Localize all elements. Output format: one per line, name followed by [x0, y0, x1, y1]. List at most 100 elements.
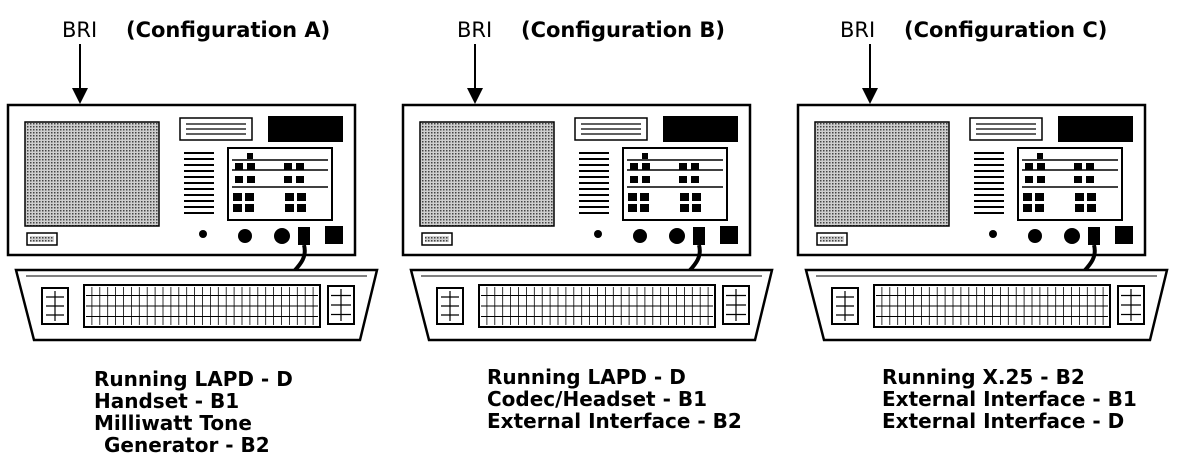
- led: [1035, 193, 1044, 201]
- led: [284, 163, 292, 170]
- black-panel: [268, 116, 343, 142]
- bri-label: BRI: [457, 18, 493, 42]
- config-b: BRI (Configuration B) Running LAPD - D C…: [395, 0, 788, 456]
- led: [1086, 176, 1094, 183]
- led: [692, 193, 701, 201]
- led: [642, 176, 650, 183]
- led: [640, 193, 649, 201]
- channel-list: Running LAPD - D Codec/Headset - B1 Exte…: [395, 366, 788, 432]
- led: [285, 193, 294, 201]
- bri-arrowhead: [862, 88, 878, 104]
- channel-line: External Interface - D: [882, 409, 1125, 433]
- counter-digits: [30, 236, 54, 242]
- led: [296, 176, 304, 183]
- led: [297, 204, 306, 212]
- channel-list: Running X.25 - B2 External Interface - B…: [790, 366, 1181, 432]
- led: [630, 163, 638, 170]
- led: [285, 204, 294, 212]
- led: [1075, 193, 1084, 201]
- power-block: [720, 226, 738, 244]
- knob: [1064, 228, 1080, 244]
- led: [630, 176, 638, 183]
- channel-line: Running LAPD - D: [487, 365, 686, 389]
- led: [642, 153, 648, 159]
- bri-label: BRI: [62, 18, 98, 42]
- terminal-illustration: [796, 44, 1169, 342]
- led: [679, 163, 687, 170]
- led: [692, 204, 701, 212]
- led: [642, 163, 650, 170]
- led: [235, 176, 243, 183]
- small-knob: [199, 230, 207, 238]
- led: [628, 193, 637, 201]
- knob: [669, 228, 685, 244]
- led: [1037, 176, 1045, 183]
- bri-arrowhead: [72, 88, 88, 104]
- led: [284, 176, 292, 183]
- channel-line: Running X.25 - B2: [882, 365, 1085, 389]
- led: [1086, 163, 1094, 170]
- power-block: [1115, 226, 1133, 244]
- led: [1023, 204, 1032, 212]
- channel-line: Codec/Headset - B1: [487, 387, 708, 411]
- led: [1025, 163, 1033, 170]
- crt-screen: [24, 121, 160, 227]
- led: [297, 193, 306, 201]
- led: [1025, 176, 1033, 183]
- led: [680, 193, 689, 201]
- channel-line: External Interface - B1: [882, 387, 1137, 411]
- led: [233, 204, 242, 212]
- config-c: BRI (Configuration C) Running X.25 - B2 …: [790, 0, 1181, 456]
- led: [1087, 193, 1096, 201]
- channel-list: Running LAPD - D Handset - B1 Milliwatt …: [0, 368, 393, 456]
- black-panel: [663, 116, 738, 142]
- led: [1023, 193, 1032, 201]
- status-panel: [1017, 147, 1123, 221]
- knob: [633, 229, 647, 243]
- channel-line: Running LAPD - D: [94, 367, 293, 391]
- connector: [298, 227, 310, 245]
- led: [245, 204, 254, 212]
- led: [1075, 204, 1084, 212]
- led: [1037, 153, 1043, 159]
- power-block: [325, 226, 343, 244]
- led: [691, 163, 699, 170]
- terminal-illustration: [6, 44, 379, 342]
- led: [1087, 204, 1096, 212]
- config-title: (Configuration C): [904, 18, 1108, 42]
- led: [247, 163, 255, 170]
- counter-digits: [820, 236, 844, 242]
- small-knob: [989, 230, 997, 238]
- led: [245, 193, 254, 201]
- led: [235, 163, 243, 170]
- crt-screen: [419, 121, 555, 227]
- led: [1035, 204, 1044, 212]
- connector: [693, 227, 705, 245]
- led: [628, 204, 637, 212]
- channel-line: Milliwatt Tone: [94, 411, 252, 435]
- led: [640, 204, 649, 212]
- knob: [238, 229, 252, 243]
- status-panel: [227, 147, 333, 221]
- knob: [274, 228, 290, 244]
- terminal-illustration: [401, 44, 774, 342]
- led: [296, 163, 304, 170]
- led: [680, 204, 689, 212]
- channel-line: Generator - B2: [104, 433, 270, 456]
- black-panel: [1058, 116, 1133, 142]
- led: [247, 153, 253, 159]
- bri-label: BRI: [840, 18, 876, 42]
- led: [247, 176, 255, 183]
- config-title: (Configuration A): [126, 18, 331, 42]
- led: [691, 176, 699, 183]
- channel-line: External Interface - B2: [487, 409, 742, 433]
- led: [1037, 163, 1045, 170]
- config-title: (Configuration B): [521, 18, 725, 42]
- crt-screen: [814, 121, 950, 227]
- channel-line: Handset - B1: [94, 389, 240, 413]
- connector: [1088, 227, 1100, 245]
- led: [1074, 163, 1082, 170]
- config-a: BRI (Configuration A) Running LAPD - D H…: [0, 0, 393, 456]
- knob: [1028, 229, 1042, 243]
